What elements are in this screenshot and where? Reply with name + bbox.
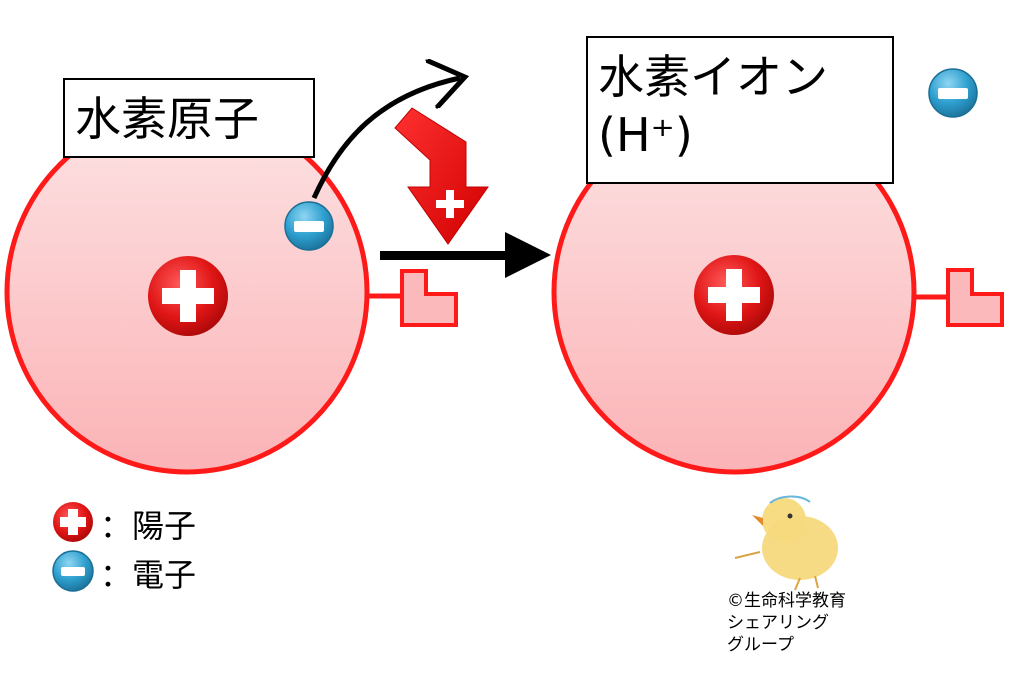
legend-electron-text: ：電子: [100, 556, 197, 594]
hydrogen-ion-label-line1: 水素イオン: [598, 50, 828, 104]
legend-proton-text: ：陽子: [100, 507, 197, 545]
atom-l-connector: [369, 269, 458, 327]
copyright-line-3: グループ: [727, 635, 794, 655]
copyright-line-1: ©生命科学教育: [727, 591, 846, 611]
hydrogen-atom: [4, 109, 458, 475]
hydrogen-atom-label-text: 水素原子: [75, 92, 259, 146]
electron-departure-arrow: [311, 78, 460, 200]
copyright-notice: ©生命科学教育 シェアリング グループ: [727, 590, 846, 656]
released-electron-icon: [928, 68, 978, 118]
hydrogen-ion: [551, 109, 1004, 475]
chick-mascot-logo: [734, 495, 838, 591]
atom-electron-icon: [284, 201, 334, 251]
legend-proton-icon: [53, 502, 93, 542]
atom-proton-icon: [148, 256, 228, 336]
copyright-line-2: シェアリング: [727, 613, 829, 633]
reaction-arrow: [380, 232, 551, 278]
hydrogen-ion-label-line2: (H⁺): [598, 108, 693, 162]
ion-proton-icon: [694, 255, 774, 335]
positive-charge-arrow: [394, 107, 489, 245]
legend-electron-icon: [52, 550, 94, 592]
hydrogen-atom-label: 水素原子: [63, 78, 315, 158]
hydrogen-ion-label: 水素イオン (H⁺): [586, 36, 894, 184]
ion-l-connector: [916, 268, 1004, 327]
